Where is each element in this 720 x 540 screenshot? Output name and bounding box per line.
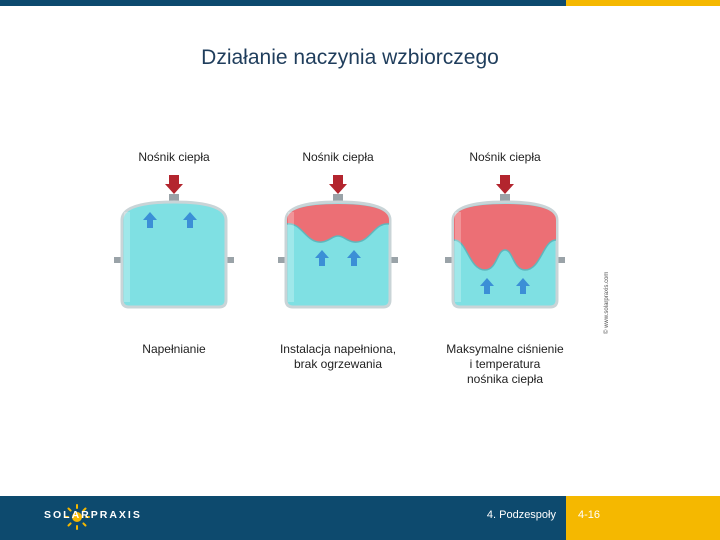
sun-logo-icon xyxy=(64,504,90,530)
up-arrow-icon xyxy=(516,278,530,294)
page-number: 4-16 xyxy=(578,509,601,521)
diaphragm xyxy=(286,223,390,243)
tank-side-fitting-right xyxy=(224,257,234,263)
up-arrow-icon xyxy=(480,278,494,294)
diaphragm xyxy=(453,239,557,271)
tank-side-fitting-right xyxy=(555,257,565,263)
tank-top-label: Nośnik ciepła xyxy=(302,150,374,164)
expansion-tank-diagram xyxy=(445,175,565,309)
inlet-arrow-icon xyxy=(329,175,347,194)
tank-shell xyxy=(120,200,228,309)
tank-bottom-label: Maksymalne ciśnienie i temperatura nośni… xyxy=(446,342,564,386)
top-accent-bar xyxy=(566,0,720,6)
tank-side-fitting-left xyxy=(445,257,455,263)
inlet-arrow-icon xyxy=(165,175,183,194)
up-arrow-icon xyxy=(143,212,157,228)
top-bar xyxy=(0,0,566,6)
section-label: 4. Podzespoły xyxy=(486,509,556,521)
tank-inlet-pipe xyxy=(169,194,179,202)
tank-panel-filled-cold: Nośnik ciepła Instalacja napełniona, bra… xyxy=(250,150,426,390)
tank-inlet-pipe xyxy=(333,194,343,202)
tank-bottom-label: Napełnianie xyxy=(142,342,206,356)
tank-side-fitting-right xyxy=(388,257,398,263)
gas-cushion xyxy=(287,204,389,243)
tank-side-fitting-left xyxy=(114,257,124,263)
up-arrow-icon xyxy=(183,212,197,228)
inlet-arrow-icon xyxy=(496,175,514,194)
gas-cushion xyxy=(454,204,556,270)
tank-bottom-label: Instalacja napełniona, brak ogrzewania xyxy=(279,342,397,371)
brand-logo-text: SOLARPRAXIS xyxy=(44,509,142,521)
up-arrow-icon xyxy=(347,250,361,266)
footer-accent xyxy=(566,496,720,540)
tank-top-label: Nośnik ciepła xyxy=(138,150,210,164)
tank-side-fitting-left xyxy=(278,257,288,263)
copyright-notice: © www.solarpraxis.com xyxy=(604,271,610,334)
expansion-tank-diagram xyxy=(278,175,398,309)
tank-top-label: Nośnik ciepła xyxy=(469,150,541,164)
tank-inlet-pipe xyxy=(500,194,510,202)
up-arrow-icon xyxy=(315,250,329,266)
slide-title: Działanie naczynia wzbiorczego xyxy=(201,46,499,69)
footer-bar xyxy=(0,496,566,540)
tank-panel-max-pressure: Nośnik ciepła Maksymalne ciśnienie i tem… xyxy=(417,150,593,390)
tank-panel-filling: Nośnik ciepła Napełnianie xyxy=(86,150,262,390)
expansion-tank-diagram xyxy=(114,175,234,309)
